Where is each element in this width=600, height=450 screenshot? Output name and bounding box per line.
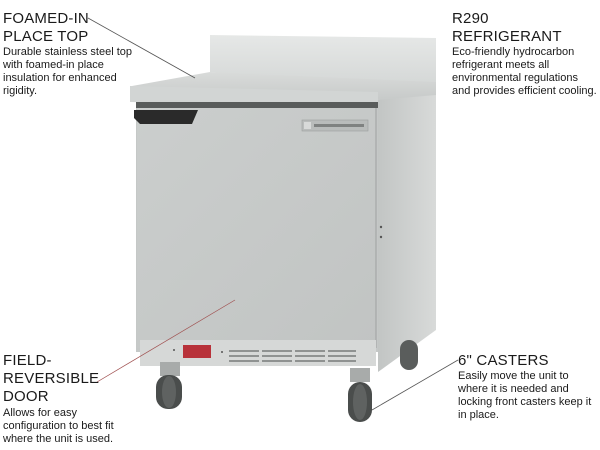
brand-badge [301,119,369,132]
callout-body: Eco-friendly hydrocarbon refrigerant mee… [452,46,597,97]
title-line: FIELD- [3,352,52,369]
title-line: DOOR [3,388,49,405]
title-line: PLACE TOP [3,28,89,45]
title-line: FOAMED-IN [3,10,89,27]
callout-casters: 6" CASTERS Easily move the unit to where… [458,352,598,422]
callout-body: Allows for easy configuration to best fi… [3,407,114,445]
door-handle[interactable] [134,110,198,124]
side-panel [378,82,436,372]
caster-front-left [156,362,182,409]
door [137,108,377,348]
callout-title: 6" CASTERS [458,352,549,369]
temperature-display [183,345,211,358]
callout-body: Durable stainless steel top with foamed-… [3,46,133,97]
callout-body: Easily move the unit to where it is need… [458,370,592,421]
caster-front-right [348,368,372,422]
callout-refrigerant: R290 REFRIGERANT Eco-friendly hydrocarbo… [452,10,597,98]
caster-rear-right [400,340,418,370]
callout-title: R290 REFRIGERANT [452,10,562,45]
title-line: REVERSIBLE [3,370,100,387]
worktop [130,72,436,106]
